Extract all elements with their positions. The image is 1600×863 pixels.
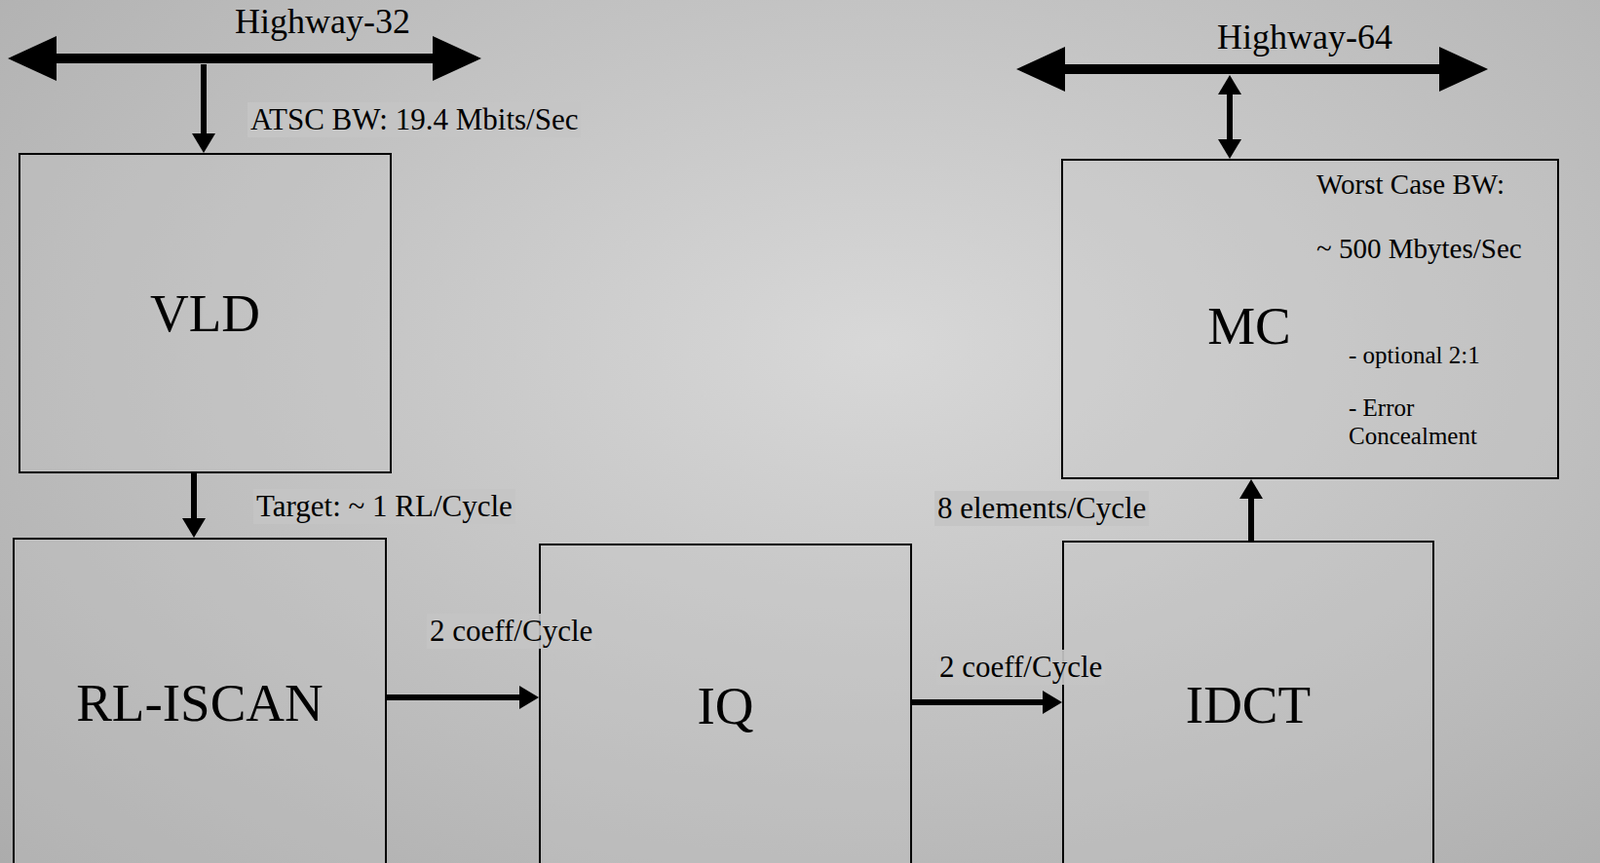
data-flow-arrow bbox=[1239, 479, 1263, 541]
rate-label: Target: ~ 1 RL/Cycle bbox=[253, 489, 516, 525]
data-flow-arrow bbox=[191, 64, 216, 153]
block-title: IQ bbox=[696, 675, 754, 737]
block-title: RL-ISCAN bbox=[76, 672, 324, 734]
data-flow-arrow bbox=[182, 473, 206, 538]
rate-label: ATSC BW: 19.4 Mbits/Sec bbox=[247, 102, 581, 138]
data-flow-arrow bbox=[386, 685, 539, 710]
highway-bus: Highway-64 bbox=[1016, 17, 1488, 76]
process-box: IQ bbox=[538, 543, 913, 863]
process-box: VLD bbox=[18, 152, 392, 474]
block-title: IDCT bbox=[1185, 674, 1311, 736]
highway-bus: Highway-32 bbox=[7, 0, 482, 65]
rate-label: 2 coeff/Cycle bbox=[936, 649, 1105, 686]
process-box: RL-ISCAN bbox=[12, 537, 387, 863]
rate-label: 8 elements/Cycle bbox=[934, 491, 1149, 527]
block-title: VLD bbox=[150, 282, 261, 344]
block-note: - Error Concealment bbox=[1348, 394, 1515, 452]
block-title: Highway-32 bbox=[234, 1, 411, 42]
data-flow-arrow bbox=[912, 690, 1063, 715]
block-note: - optional 2:1 bbox=[1348, 342, 1481, 371]
process-box: IDCT bbox=[1062, 540, 1435, 863]
block-note: ~ 500 Mbytes/Sec bbox=[1316, 232, 1523, 266]
data-flow-arrow bbox=[1218, 75, 1242, 159]
block-title: MC bbox=[1207, 295, 1292, 357]
block-title: Highway-64 bbox=[1217, 17, 1393, 58]
rate-label: 2 coeff/Cycle bbox=[426, 613, 596, 649]
process-box: MC Worst Case BW: ~ 500 Mbytes/Sec - option… bbox=[1061, 158, 1560, 480]
block-note: Worst Case BW: bbox=[1316, 168, 1505, 201]
